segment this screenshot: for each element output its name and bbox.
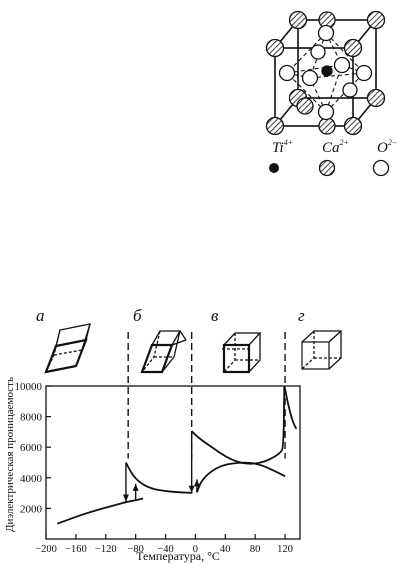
phase-labels: а б в г bbox=[36, 306, 305, 325]
orthorhombic-cell-sketch bbox=[140, 330, 187, 374]
y-tick-label: 8000 bbox=[20, 412, 43, 424]
y-tick-label: 2000 bbox=[20, 503, 43, 515]
o-ion bbox=[355, 64, 373, 82]
tetragonal-cell-sketch bbox=[222, 332, 262, 374]
x-tick-label: −160 bbox=[65, 544, 87, 555]
x-tick-label: 120 bbox=[277, 544, 293, 555]
ca-ion bbox=[318, 117, 336, 135]
o-ion bbox=[342, 82, 358, 98]
permittivity-curve bbox=[56, 497, 144, 525]
ca-ion bbox=[366, 10, 386, 30]
cell-back-face bbox=[297, 19, 377, 99]
ca-ion bbox=[366, 88, 386, 108]
y-tick-label: 10000 bbox=[15, 381, 43, 393]
rhombohedral-cell-sketch bbox=[44, 323, 91, 374]
x-axis: −200 −160 −120 −80 −40 0 40 80 120 bbox=[35, 534, 293, 555]
permittivity-curve bbox=[284, 388, 298, 430]
o-ion bbox=[317, 103, 335, 121]
y-tick-label: 6000 bbox=[20, 442, 43, 454]
o-ion bbox=[278, 64, 296, 82]
arrow-head bbox=[193, 479, 200, 487]
phase-label-a: а bbox=[36, 306, 45, 325]
o-ion bbox=[301, 69, 319, 87]
legend-o-swatch bbox=[372, 159, 390, 177]
permittivity-curve bbox=[196, 461, 286, 493]
y-tick-label: 4000 bbox=[20, 473, 43, 485]
ca-ion bbox=[265, 116, 285, 136]
cubic-cell-sketch bbox=[301, 330, 343, 370]
legend-ca-label: Ca2+ bbox=[322, 138, 349, 156]
o-ion bbox=[310, 44, 326, 60]
ca-ion bbox=[296, 97, 314, 115]
y-axis: 2000 4000 6000 8000 10000 bbox=[15, 381, 51, 515]
hysteresis-arrows bbox=[122, 431, 200, 502]
permittivity-chart: 2000 4000 6000 8000 10000 −200 −160 −120 −80 −40… bbox=[4, 332, 301, 563]
legend-ti-swatch bbox=[269, 163, 279, 173]
permittivity-curve bbox=[125, 462, 193, 494]
x-tick-label: −200 bbox=[35, 544, 57, 555]
phase-sketches bbox=[44, 323, 343, 374]
o-ion bbox=[317, 24, 335, 42]
ca-ion bbox=[265, 38, 285, 58]
legend-ca-swatch bbox=[318, 159, 336, 177]
permittivity-curve bbox=[191, 385, 286, 465]
phase-label-v: в bbox=[211, 306, 219, 325]
ion-legend: Ti4+ Ca2+ O2− bbox=[269, 138, 397, 177]
x-tick-label: −120 bbox=[95, 544, 117, 555]
ti-ion bbox=[321, 65, 333, 77]
x-tick-label: 80 bbox=[250, 544, 261, 555]
x-tick-label: 0 bbox=[193, 544, 198, 555]
ca-ion bbox=[343, 116, 363, 136]
ca-ion bbox=[288, 10, 308, 30]
x-axis-label: Температура, °С bbox=[136, 549, 220, 563]
legend-ti-label: Ti4+ bbox=[272, 138, 293, 156]
phase-label-g: г bbox=[298, 306, 305, 325]
y-axis-label: Диэлектрическая проницаемость bbox=[4, 377, 16, 532]
arrow-head bbox=[188, 485, 195, 493]
perovskite-atoms bbox=[265, 10, 386, 136]
phase-transition-lines bbox=[127, 332, 286, 459]
x-tick-label: −40 bbox=[157, 544, 173, 555]
arrow-head bbox=[132, 483, 139, 491]
x-tick-label: 40 bbox=[220, 544, 231, 555]
legend-o-label: O2− bbox=[377, 138, 397, 156]
arrow-head bbox=[122, 494, 129, 502]
plot-frame bbox=[45, 385, 301, 540]
permittivity-curves bbox=[56, 385, 298, 525]
o-ion bbox=[333, 56, 351, 74]
x-tick-label: −80 bbox=[127, 544, 143, 555]
phase-label-b: б bbox=[133, 306, 142, 325]
ca-ion bbox=[343, 38, 363, 58]
